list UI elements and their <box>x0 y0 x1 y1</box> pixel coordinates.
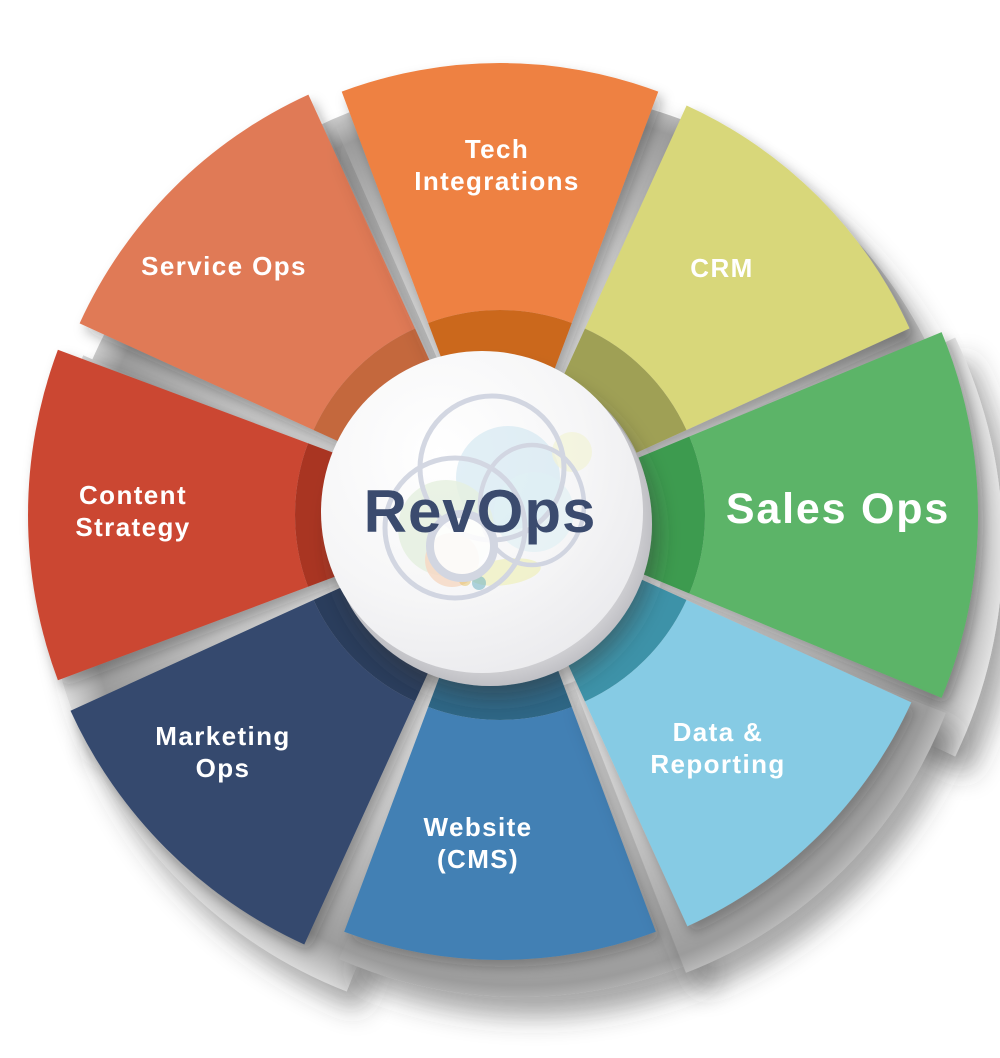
segment-label: Sales Ops <box>726 485 950 533</box>
segment-wedge <box>28 349 308 681</box>
center-title: RevOps <box>364 478 597 545</box>
segment-label: Data &Reporting <box>650 717 785 779</box>
segment-label: Website(CMS) <box>423 812 532 874</box>
logo-outline-3 <box>477 442 587 568</box>
center-hub: RevOps <box>321 351 652 686</box>
logo-outline-small <box>426 510 498 582</box>
segment-label: Service Ops <box>141 251 307 281</box>
segment-inner-band <box>638 436 706 594</box>
segment-wedge <box>79 94 415 430</box>
segment-wedge <box>689 332 978 698</box>
segment-label: CRM <box>690 253 753 283</box>
segment-inner-band <box>562 577 687 702</box>
segment-wedge <box>585 105 910 430</box>
segment-wedge <box>585 600 912 927</box>
segment-inner-band <box>313 328 438 453</box>
segment-inner-band <box>562 328 687 453</box>
segment-inner-band <box>313 577 438 702</box>
center-logo-watermark <box>382 393 592 601</box>
segment-data-reporting: Data &Reporting <box>562 577 946 973</box>
segment-wedge <box>341 62 659 323</box>
logo-accent-teal <box>472 576 486 590</box>
logo-outline-2 <box>382 455 528 601</box>
segment-wedge <box>70 600 415 945</box>
segment-wedge <box>344 707 656 960</box>
